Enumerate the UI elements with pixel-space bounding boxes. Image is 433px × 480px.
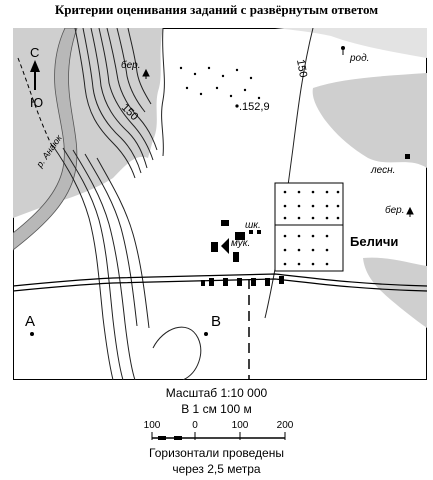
point-b-label: В [211, 313, 221, 330]
height-label: .152,9 [239, 101, 270, 113]
forest-area-north-strip [275, 28, 427, 58]
compass-icon [30, 60, 40, 90]
page-title: Критерии оценивания заданий с развёрнуты… [54, 2, 379, 17]
scale-subtitle: В 1 см 100 м [181, 402, 252, 416]
tree-dots [179, 66, 261, 100]
scale-tick-label: 0 [192, 420, 198, 431]
contour-lines [52, 28, 314, 380]
forest-area-southeast [363, 257, 427, 328]
birch-label-north: бер. [121, 59, 141, 71]
contours-note-line2: через 2,5 метра [172, 462, 261, 476]
height-point [235, 104, 239, 108]
compass-south-label: Ю [30, 95, 43, 110]
topographic-map: С Ю бер. род. лесн. бер. шк. мук. Беличи… [13, 28, 427, 380]
forest-area-northwest [13, 28, 163, 218]
mill-icon [221, 238, 229, 254]
scale-tick-label: 100 [144, 420, 161, 431]
point-a-marker [30, 332, 34, 336]
scale-bar: 100 0 100 200 [144, 420, 294, 440]
mill-label: мук. [231, 238, 250, 249]
village-label: Беличи [350, 234, 398, 249]
tree-icon-1 [142, 68, 150, 79]
houses [201, 154, 410, 286]
birch-label-east: бер. [385, 204, 405, 216]
tree-icon-2 [406, 206, 414, 217]
path-dashed [17, 57, 54, 149]
point-a-label: А [25, 313, 35, 330]
contours-note-line1: Горизонтали проведены [149, 446, 284, 460]
spring-icon [341, 46, 345, 55]
point-b-marker [204, 332, 208, 336]
road [13, 273, 427, 287]
river [13, 28, 78, 251]
road-edge [13, 278, 427, 292]
school-label: шк. [245, 220, 261, 231]
contour-150-label-east: 150 [294, 58, 309, 78]
forestry-label: лесн. [370, 165, 395, 176]
scale-title: Масштаб 1:10 000 [165, 386, 268, 400]
scale-tick-label: 200 [277, 420, 294, 431]
orchard [274, 182, 344, 272]
spring-label: род. [349, 53, 369, 64]
scale-tick-label: 100 [232, 420, 249, 431]
forest-area-east [312, 73, 427, 168]
compass-north-label: С [30, 45, 39, 60]
